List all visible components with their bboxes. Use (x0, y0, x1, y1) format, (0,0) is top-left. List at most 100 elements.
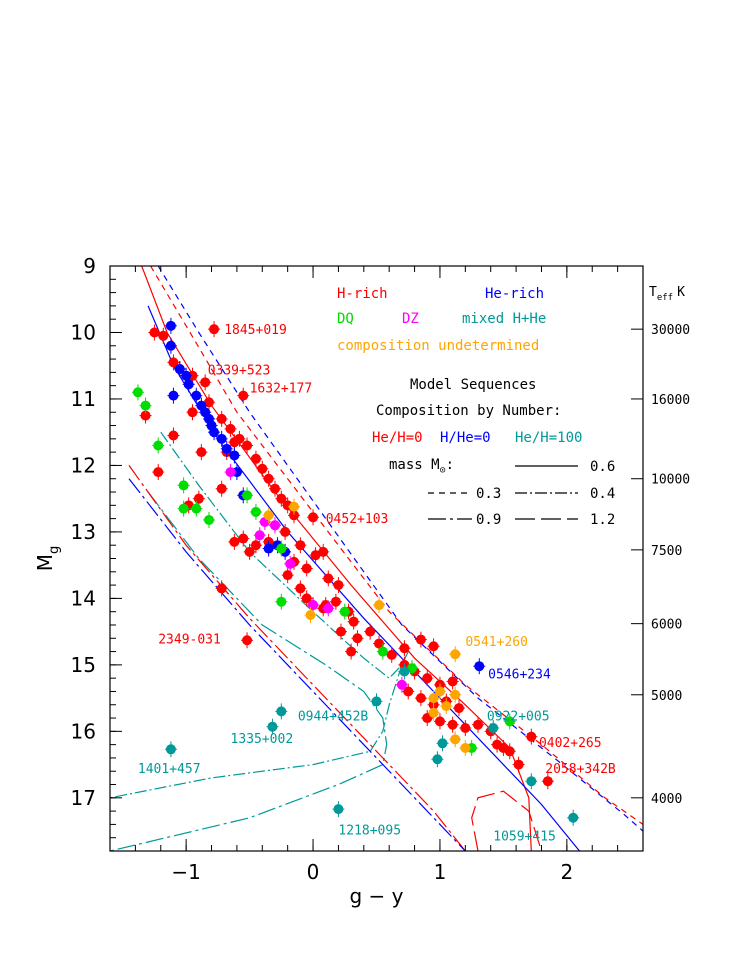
data-point (182, 376, 195, 393)
point-marker (238, 533, 249, 544)
legend-mass-title: mass M⊙: (389, 457, 454, 476)
point-marker (168, 357, 179, 368)
data-point (449, 686, 462, 703)
point-marker (568, 812, 579, 823)
point-marker (428, 707, 439, 718)
data-point (249, 450, 262, 467)
point-marker (365, 626, 376, 637)
data-point (567, 809, 580, 826)
data-point (473, 658, 486, 675)
point-marker (295, 540, 306, 551)
point-marker (450, 689, 461, 700)
data-point (512, 756, 525, 773)
point-marker (371, 696, 382, 707)
y-tick-label: 17 (71, 786, 96, 810)
y-tick-label: 10 (71, 320, 96, 344)
data-point (398, 663, 411, 680)
y-tick-label: 15 (71, 653, 96, 677)
point-marker (335, 626, 346, 637)
data-point (300, 560, 313, 577)
data-point (414, 631, 427, 648)
data-point (459, 720, 472, 737)
data-point (237, 387, 250, 404)
legend-category: DZ (402, 311, 419, 327)
legend-composition: He/H=0 (372, 430, 423, 446)
point-marker (301, 563, 312, 574)
y-tick-label: 9 (83, 254, 96, 278)
data-point (427, 704, 440, 721)
point-marker (168, 390, 179, 401)
star-label: 2058+342B (545, 762, 616, 777)
teff-tick-label: 6000 (651, 618, 682, 633)
data-point (284, 555, 297, 572)
data-point (414, 690, 427, 707)
star-label: 0402+265 (539, 736, 602, 751)
data-point (237, 530, 250, 547)
data-point (300, 590, 313, 607)
point-marker (216, 433, 227, 444)
data-point (433, 683, 446, 700)
point-marker (165, 320, 176, 331)
star-label: 0541+260 (465, 635, 528, 650)
point-marker (225, 467, 236, 478)
legend-composition-title: Composition by Number: (376, 403, 561, 419)
data-point (243, 543, 256, 560)
point-marker (428, 693, 439, 704)
y-tick-label: 12 (71, 453, 96, 477)
model-curve-he-h-0-mass-1.2 (471, 790, 543, 851)
data-points (131, 317, 580, 826)
data-point (164, 337, 177, 354)
data-point (256, 460, 269, 477)
data-point (167, 387, 180, 404)
point-marker (473, 719, 484, 730)
point-marker (542, 776, 553, 787)
data-point (452, 700, 465, 717)
data-point (241, 437, 254, 454)
point-marker (196, 447, 207, 458)
data-point (262, 540, 275, 557)
point-marker (250, 453, 261, 464)
data-point (208, 424, 221, 441)
data-point (164, 741, 177, 758)
data-point (215, 430, 228, 447)
star-label: 1335+002 (231, 732, 294, 747)
star-label: 1218+095 (338, 824, 401, 839)
data-point (268, 517, 281, 534)
x-tick-label: 1 (434, 860, 447, 884)
point-marker (193, 493, 204, 504)
legend-mass-label: 0.6 (590, 459, 615, 475)
teff-tick-label: 30000 (651, 323, 690, 338)
point-marker (221, 443, 232, 454)
point-marker (289, 501, 300, 512)
data-point (167, 354, 180, 371)
data-point (190, 500, 203, 517)
point-marker (447, 676, 458, 687)
data-point (177, 477, 190, 494)
data-point (370, 693, 383, 710)
point-marker (346, 646, 357, 657)
point-marker (308, 512, 319, 523)
star-label: 2349-031 (158, 632, 221, 647)
legend-category: He-rich (485, 286, 544, 302)
star-label: 0546+234 (488, 668, 551, 683)
data-point (205, 417, 218, 434)
legend-composition: He/H=100 (515, 430, 582, 446)
data-point (525, 728, 538, 745)
point-marker (504, 716, 515, 727)
model-curve-h-he-0-mass-0.3 (157, 266, 643, 832)
point-marker (229, 450, 240, 461)
point-marker (200, 377, 211, 388)
model-curve-h-he-0-mass-0.9 (128, 478, 466, 851)
data-point (262, 470, 275, 487)
data-point (446, 716, 459, 733)
point-marker (403, 686, 414, 697)
data-point (164, 317, 177, 334)
point-marker (415, 634, 426, 645)
data-point (228, 447, 241, 464)
data-point (224, 464, 237, 481)
point-marker (276, 706, 287, 717)
point-marker (377, 646, 388, 657)
point-marker (289, 510, 300, 521)
point-marker (242, 490, 253, 501)
